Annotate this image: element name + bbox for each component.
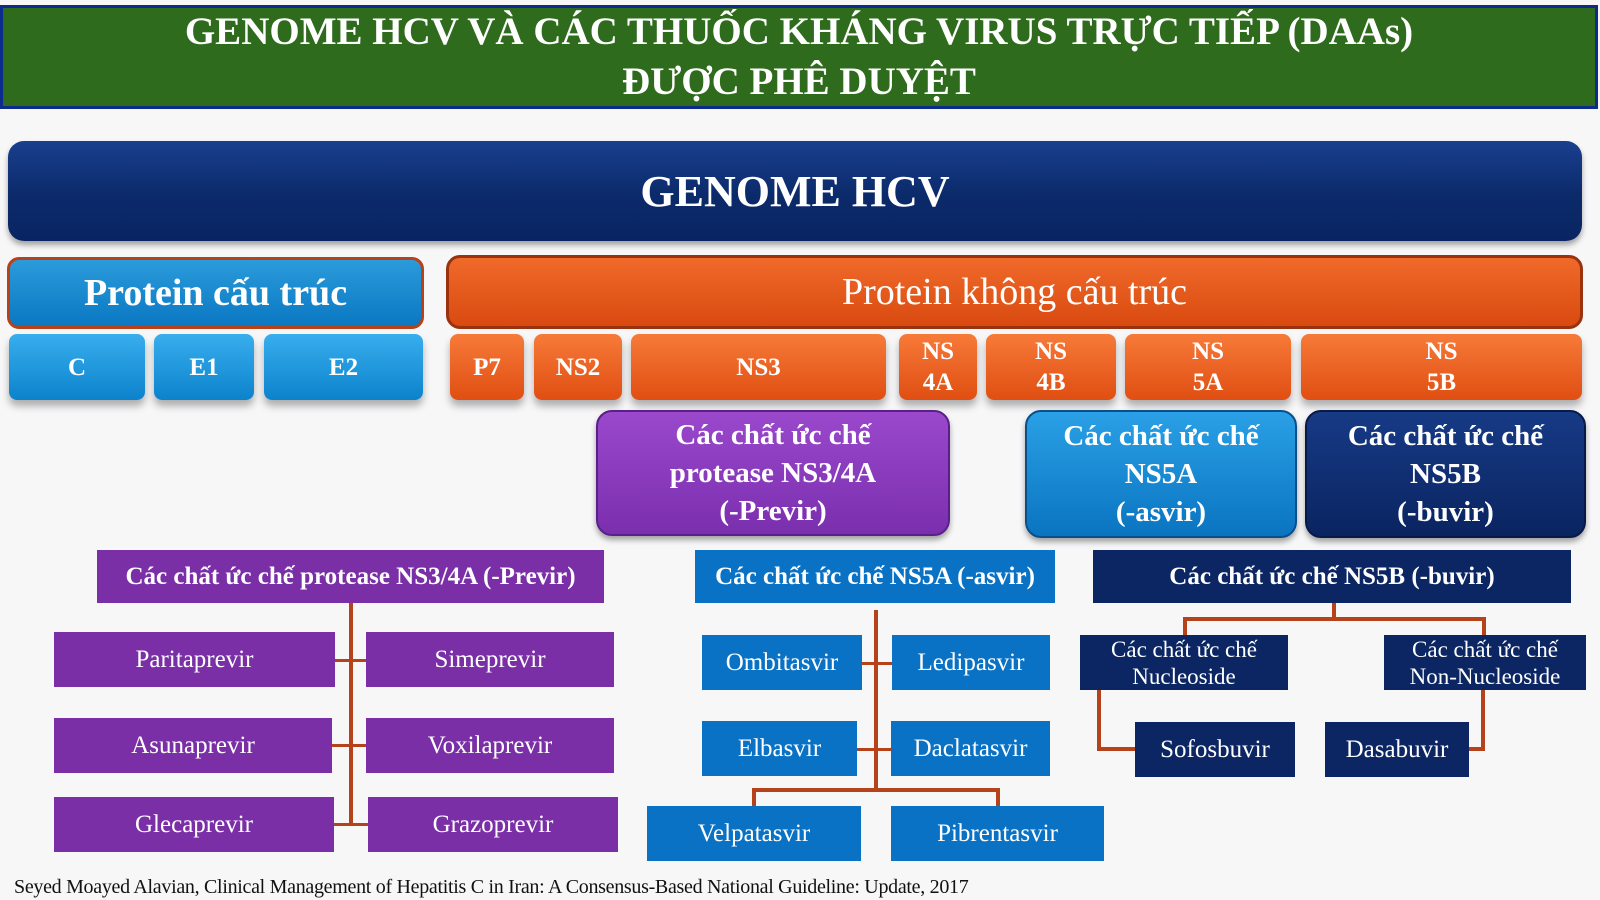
- buvir-trunk-line: [1332, 603, 1336, 619]
- drug-grazoprevir: Grazoprevir: [368, 797, 618, 852]
- ns34a-inhibitor-line2: protease NS3/4A: [669, 457, 877, 489]
- nucleoside-line2: Nucleoside: [1132, 663, 1236, 689]
- buvir-split-tick: [1482, 617, 1486, 635]
- non-nucleoside-line2: Non-Nucleoside: [1409, 663, 1561, 689]
- previr-branch-line: [332, 744, 366, 747]
- buvir-split-bar: [1183, 617, 1486, 621]
- drug-sofosbuvir: Sofosbuvir: [1135, 722, 1295, 777]
- page-header: GENOME HCV VÀ CÁC THUỐC KHÁNG VIRUS TRỰC…: [0, 5, 1598, 109]
- ns5a-inhibitor-line3: (-asvir): [1115, 496, 1207, 528]
- drug-paritaprevir: Paritaprevir: [54, 632, 335, 687]
- segment-ns4b: NS 4B: [986, 334, 1116, 400]
- segment-c: C: [9, 334, 145, 400]
- structural-protein-box: Protein cấu trúc: [7, 257, 424, 329]
- segment-ns5b: NS 5B: [1301, 334, 1582, 400]
- ns34a-inhibitor-line3: (-Previr): [719, 495, 827, 527]
- ns34a-inhibitor-box: Các chất ức chế protease NS3/4A (-Previr…: [596, 410, 950, 536]
- previr-branch-line: [335, 659, 367, 662]
- segment-ns2: NS2: [534, 334, 622, 400]
- header-title-line1: GENOME HCV VÀ CÁC THUỐC KHÁNG VIRUS TRỰC…: [184, 10, 1414, 53]
- previr-group-title: Các chất ức chế protease NS3/4A (-Previr…: [97, 550, 604, 603]
- segment-ns4a-label-2: 4A: [922, 369, 954, 396]
- nucleoside-line1: Các chất ức chế: [1111, 636, 1257, 662]
- asvir-branch-line: [862, 662, 892, 665]
- ns5b-inhibitor-box: Các chất ức chế NS5B (-buvir): [1305, 410, 1586, 538]
- non-nucleoside-line1: Các chất ức chế: [1412, 636, 1558, 662]
- drug-voxilaprevir: Voxilaprevir: [366, 718, 614, 773]
- header-title-line2: ĐƯỢC PHÊ DUYỆT: [622, 60, 976, 103]
- non-nucleoside-connector: [1469, 747, 1485, 751]
- drug-simeprevir: Simeprevir: [366, 632, 614, 687]
- asvir-trunk-line: [874, 610, 878, 790]
- drug-ledipasvir: Ledipasvir: [892, 635, 1050, 690]
- nucleoside-connector: [1097, 690, 1101, 750]
- drug-asunaprevir: Asunaprevir: [54, 718, 332, 773]
- ns34a-inhibitor-line1: Các chất ức chế: [675, 419, 871, 451]
- previr-trunk-line: [349, 603, 353, 824]
- drug-pibrentasvir: Pibrentasvir: [891, 806, 1104, 861]
- segment-ns4b-label-2: 4B: [1036, 369, 1066, 396]
- ns5b-inhibitor-line1: Các chất ức chế: [1347, 420, 1544, 452]
- segment-ns5b-label-2: 5B: [1426, 369, 1457, 396]
- segment-ns4b-label-1: NS: [1035, 338, 1067, 365]
- drug-velpatasvir: Velpatasvir: [647, 806, 861, 861]
- segment-ns3-label: NS3: [736, 353, 781, 381]
- ns5b-inhibitor-line3: (-buvir): [1397, 496, 1494, 528]
- asvir-bottom-tick: [752, 788, 756, 806]
- asvir-bottom-bar: [752, 788, 1000, 792]
- segment-ns5a-label-2: 5A: [1192, 369, 1224, 396]
- segment-ns4a: NS 4A: [899, 334, 977, 400]
- buvir-group-title: Các chất ức chế NS5B (-buvir): [1093, 550, 1571, 603]
- genome-hcv-bar: GENOME HCV: [8, 141, 1582, 241]
- segment-p7-label: P7: [473, 353, 501, 381]
- buvir-split-tick: [1183, 617, 1187, 635]
- previr-branch-line: [334, 823, 368, 826]
- ns5a-inhibitor-box: Các chất ức chế NS5A (-asvir): [1025, 410, 1297, 538]
- citation-footer: Seyed Moayed Alavian, Clinical Managemen…: [14, 876, 969, 898]
- drug-glecaprevir: Glecaprevir: [54, 797, 334, 852]
- segment-ns2-label: NS2: [555, 353, 601, 381]
- segment-ns5a: NS 5A: [1125, 334, 1291, 400]
- segment-ns4a-label-1: NS: [922, 338, 954, 365]
- segment-p7: P7: [450, 334, 524, 400]
- segment-e2: E2: [264, 334, 423, 400]
- nucleoside-inhibitor-box: Các chất ức chế Nucleoside: [1080, 635, 1288, 690]
- ns5a-inhibitor-line1: Các chất ức chế: [1063, 420, 1259, 452]
- ns5b-inhibitor-line2: NS5B: [1410, 458, 1481, 490]
- drug-dasabuvir: Dasabuvir: [1325, 722, 1469, 777]
- drug-daclatasvir: Daclatasvir: [891, 721, 1050, 776]
- segment-e1: E1: [154, 334, 254, 400]
- asvir-branch-line: [857, 748, 891, 751]
- non-nucleoside-connector: [1481, 690, 1485, 750]
- drug-elbasvir: Elbasvir: [702, 721, 857, 776]
- nucleoside-connector: [1097, 747, 1135, 751]
- asvir-group-title: Các chất ức chế NS5A (-asvir): [695, 550, 1055, 603]
- segment-ns5a-label-1: NS: [1192, 338, 1224, 365]
- non-nucleoside-inhibitor-box: Các chất ức chế Non-Nucleoside: [1384, 635, 1586, 690]
- ns5a-inhibitor-line2: NS5A: [1124, 458, 1198, 490]
- nonstructural-protein-box: Protein không cấu trúc: [446, 255, 1583, 329]
- segment-ns3: NS3: [631, 334, 886, 400]
- asvir-bottom-tick: [996, 788, 1000, 806]
- segment-ns5b-label-1: NS: [1425, 338, 1458, 365]
- drug-ombitasvir: Ombitasvir: [702, 635, 862, 690]
